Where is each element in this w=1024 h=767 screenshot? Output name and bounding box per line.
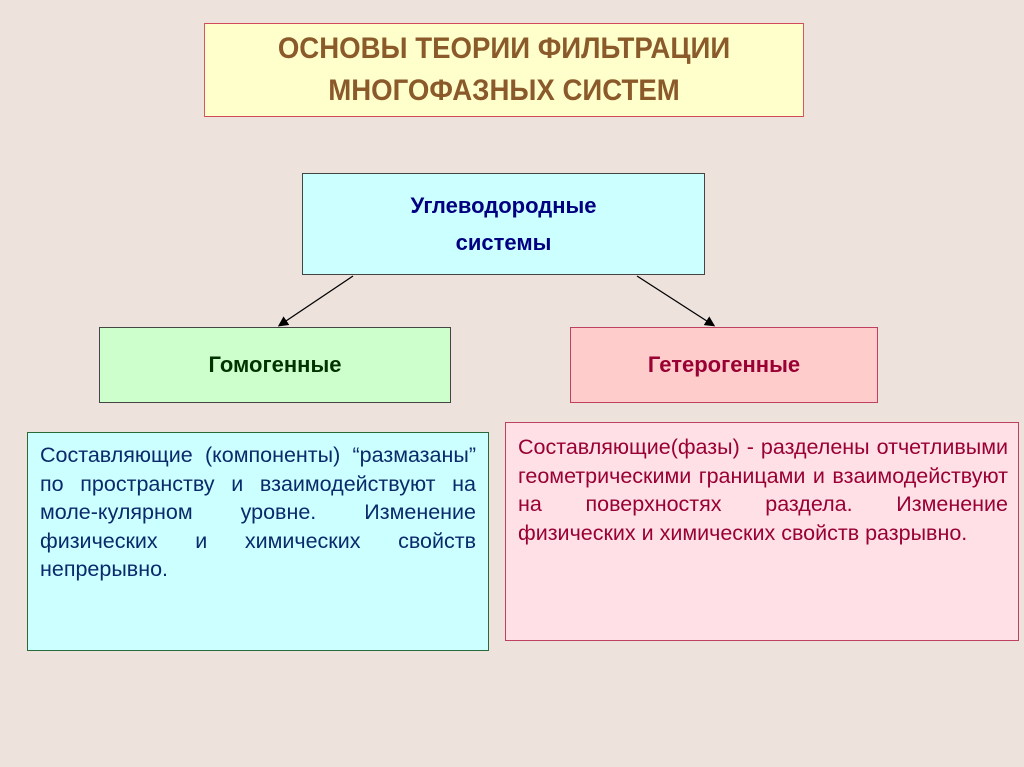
title-line-2: МНОГОФАЗНЫХ СИСТЕМ <box>328 74 680 107</box>
arrow-to-homogeneous <box>277 275 354 327</box>
homogeneous-description: Составляющие (компоненты) “размазаны” по… <box>27 432 489 651</box>
heterogeneous-description: Составляющие(фазы) - разделены отчетливы… <box>505 422 1019 641</box>
arrow-to-heterogeneous <box>636 275 716 327</box>
root-line-1: Углеводородные <box>410 193 597 218</box>
title-line-1: ОСНОВЫ ТЕОРИИ ФИЛЬТРАЦИИ <box>277 32 731 65</box>
homogeneous-node: Гомогенные <box>99 327 451 403</box>
root-node: Углеводородные системы <box>302 173 705 275</box>
homogeneous-label: Гомогенные <box>208 352 342 377</box>
root-line-2: системы <box>455 230 552 255</box>
heterogeneous-node: Гетерогенные <box>570 327 878 403</box>
heterogeneous-label: Гетерогенные <box>647 352 801 377</box>
slide-title: ОСНОВЫ ТЕОРИИ ФИЛЬТРАЦИИ МНОГОФАЗНЫХ СИС… <box>204 23 804 117</box>
